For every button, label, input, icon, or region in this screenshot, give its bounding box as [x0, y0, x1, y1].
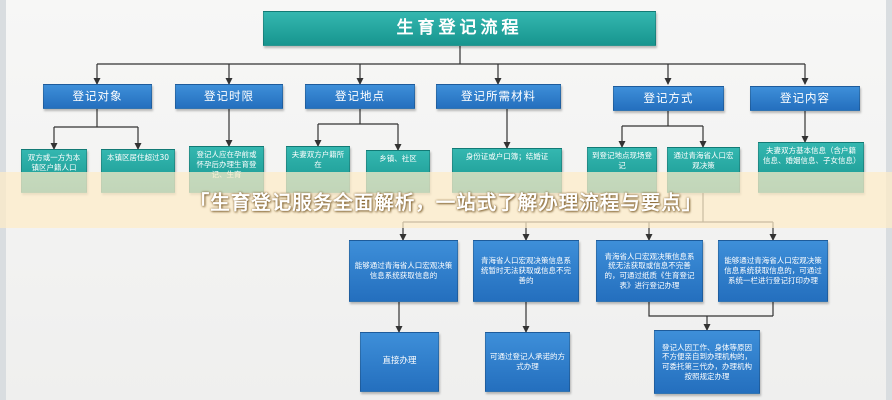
connector-process-join	[648, 302, 773, 317]
category-label: 登记对象	[72, 89, 123, 104]
result-proxy-handling: 登记人因工作、身体等原因不方便亲自到办理机构的，可委托第三代办，办理机构按照规定…	[654, 330, 760, 394]
category-registration-target: 登记对象	[43, 84, 152, 109]
process-paper-form: 青海省人口宏观决策信息系统无法获取或信息不完善的，可通过纸质《生育登记表》进行登…	[596, 240, 703, 302]
headline-text: 「生育登记服务全面解析，一站式了解办理流程与要点」	[189, 190, 703, 214]
flowchart-title-text: 生育登记流程	[396, 17, 523, 38]
category-registration-method: 登记方式	[613, 86, 724, 111]
category-label: 登记时限	[204, 89, 254, 104]
flowchart-title: 生育登记流程	[263, 11, 656, 46]
category-registration-deadline: 登记时限	[175, 84, 283, 109]
result-direct-handling: 直接办理	[360, 332, 439, 392]
result-commitment: 可通过登记人承诺的方式办理	[485, 332, 570, 392]
category-registration-content: 登记内容	[750, 86, 860, 111]
category-label: 登记方式	[643, 91, 694, 106]
headline-banner: 「生育登记服务全面解析，一站式了解办理流程与要点」	[0, 172, 892, 228]
process-system-unavailable: 青海省人口宏观决策信息系统暂时无法获取或信息不完善的	[473, 240, 579, 302]
category-required-materials: 登记所需材料	[436, 84, 561, 109]
process-system-available: 能够通过青海省人口宏观决策信息系统获取信息的	[349, 240, 458, 302]
category-registration-location: 登记地点	[305, 84, 415, 109]
process-system-print: 能够通过青海省人口宏观决策信息系统获取信息的，可通过系统一栏进行登记打印办理	[718, 240, 828, 302]
category-label: 登记内容	[780, 91, 830, 106]
category-label: 登记所需材料	[461, 89, 536, 104]
category-label: 登记地点	[335, 89, 385, 104]
